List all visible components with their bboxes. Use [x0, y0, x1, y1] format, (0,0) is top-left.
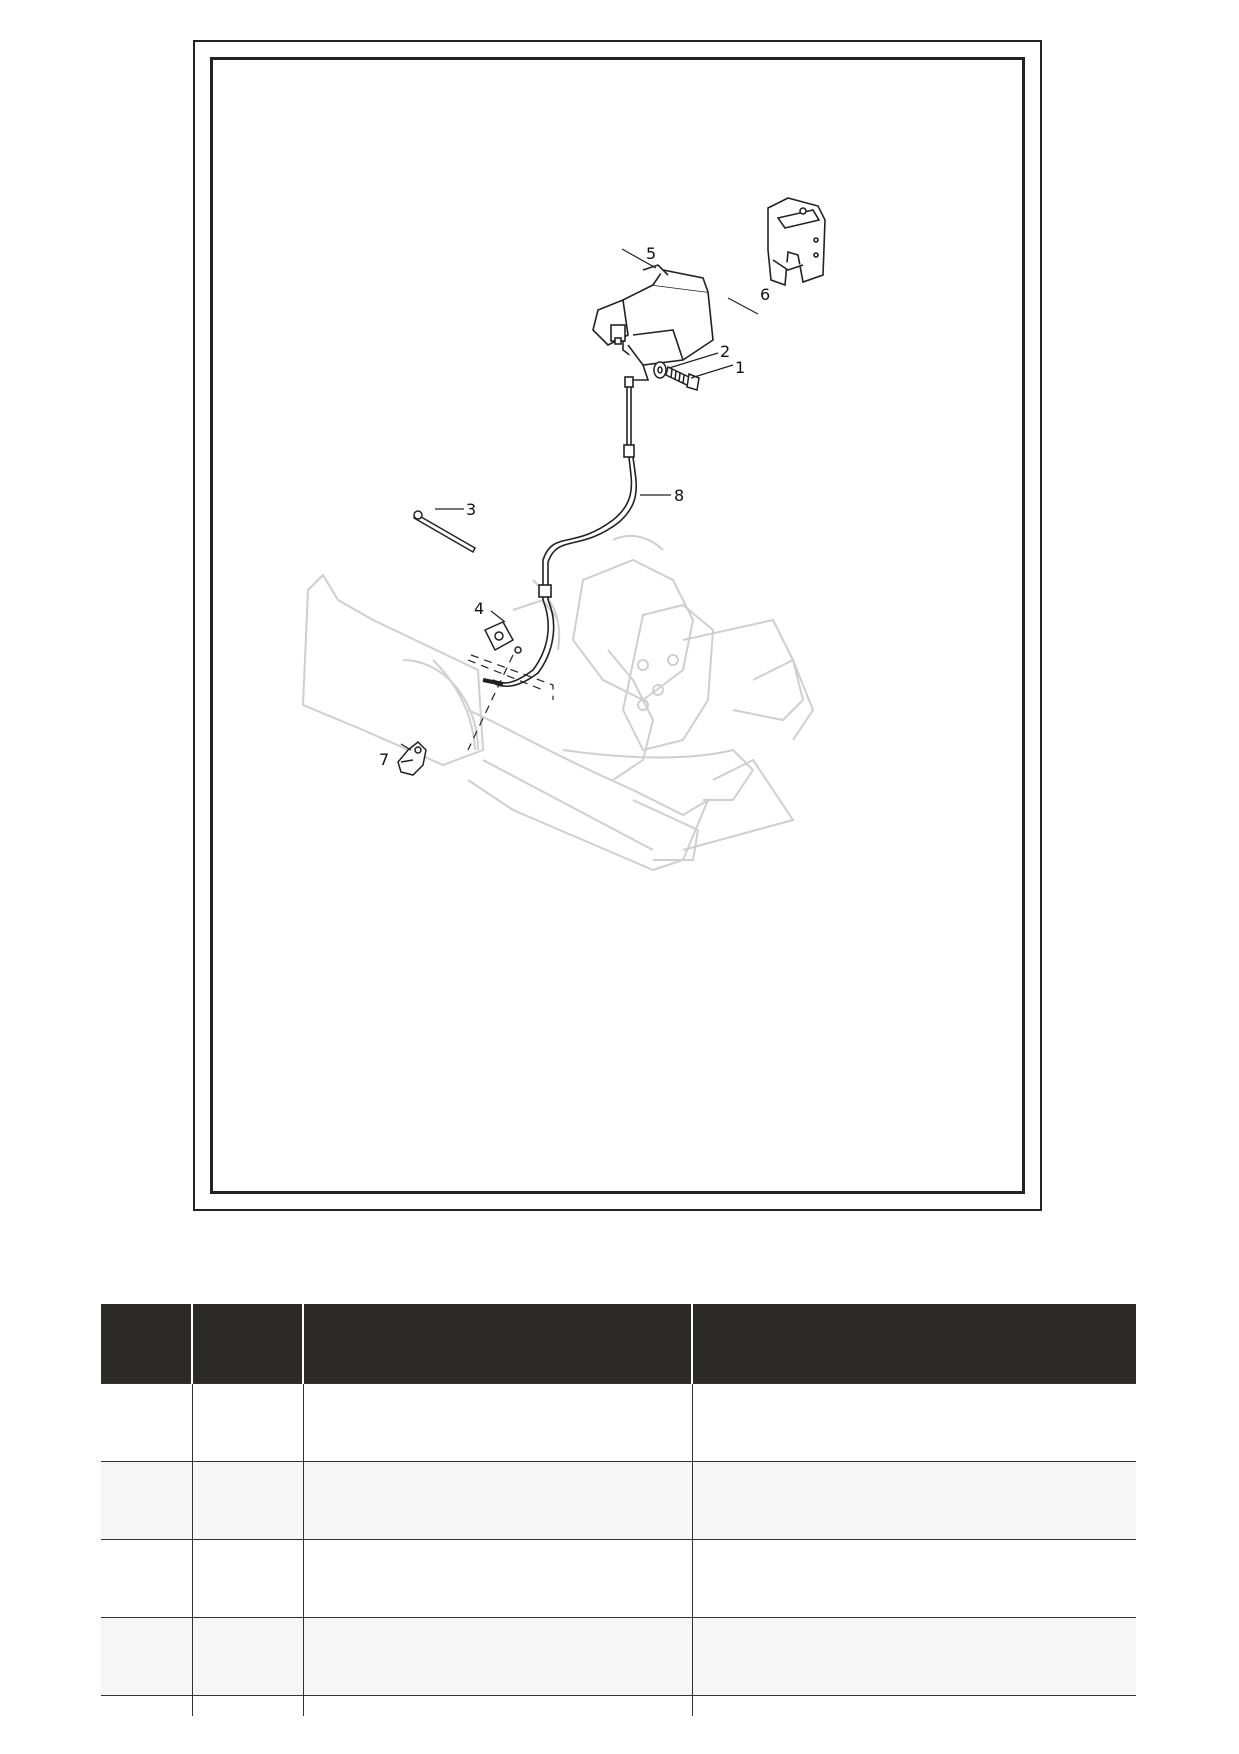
table-cell	[191, 1461, 304, 1540]
diagram-outer-frame	[193, 40, 1042, 1211]
table-row	[101, 1617, 1136, 1696]
assembly-dashed-lines	[467, 654, 554, 751]
table-row	[101, 1383, 1136, 1462]
table-cell	[302, 1383, 693, 1462]
part-7-speed-sensor	[397, 740, 427, 776]
background-engine-block	[512, 534, 815, 781]
diagram-inner-frame: 1 2 3 4 5 6 7 8	[210, 57, 1025, 1194]
table-cell	[691, 1617, 1136, 1696]
callout-3: 3	[466, 500, 476, 519]
table-cell	[191, 1617, 304, 1696]
table-cell	[302, 1461, 693, 1540]
part-6-bracket	[767, 197, 826, 287]
part-5-control-unit	[592, 264, 714, 381]
table-cell	[691, 1695, 1136, 1716]
callout-8: 8	[674, 486, 684, 505]
table-cell	[101, 1617, 193, 1696]
part-4-sensor-plate	[483, 621, 522, 654]
table-cell	[191, 1383, 304, 1462]
table-row	[101, 1461, 1136, 1540]
callout-5: 5	[646, 244, 656, 263]
header-cell-1	[101, 1304, 193, 1384]
callout-leader-lines	[400, 248, 759, 751]
table-cell	[691, 1383, 1136, 1462]
table-cell	[302, 1695, 693, 1716]
part-2-washer	[653, 361, 667, 379]
exploded-parts-diagram: 1 2 3 4 5 6 7 8	[301, 197, 826, 872]
table-cell	[101, 1461, 193, 1540]
callout-4: 4	[474, 599, 484, 618]
table-row	[101, 1539, 1136, 1618]
background-exhaust-muffler	[301, 573, 795, 872]
part-3-cable-tie	[413, 510, 476, 554]
header-cell-4	[692, 1304, 1136, 1384]
callout-1: 1	[735, 358, 745, 377]
table-cell	[691, 1461, 1136, 1540]
parts-table-header	[101, 1304, 1136, 1384]
table-cell	[302, 1617, 693, 1696]
part-8-brake-line	[482, 376, 638, 688]
table-cell	[101, 1539, 193, 1618]
table-row	[101, 1695, 1136, 1716]
header-cell-2	[192, 1304, 304, 1384]
callout-2: 2	[720, 342, 730, 361]
table-cell	[101, 1695, 193, 1716]
table-cell	[191, 1695, 304, 1716]
parts-table	[101, 1304, 1136, 1716]
part-1-bolt	[665, 365, 700, 391]
callout-6: 6	[760, 285, 770, 304]
table-cell	[302, 1539, 693, 1618]
table-cell	[691, 1539, 1136, 1618]
table-cell	[191, 1539, 304, 1618]
callout-7: 7	[379, 750, 389, 769]
header-cell-3	[303, 1304, 693, 1384]
table-cell	[101, 1383, 193, 1462]
